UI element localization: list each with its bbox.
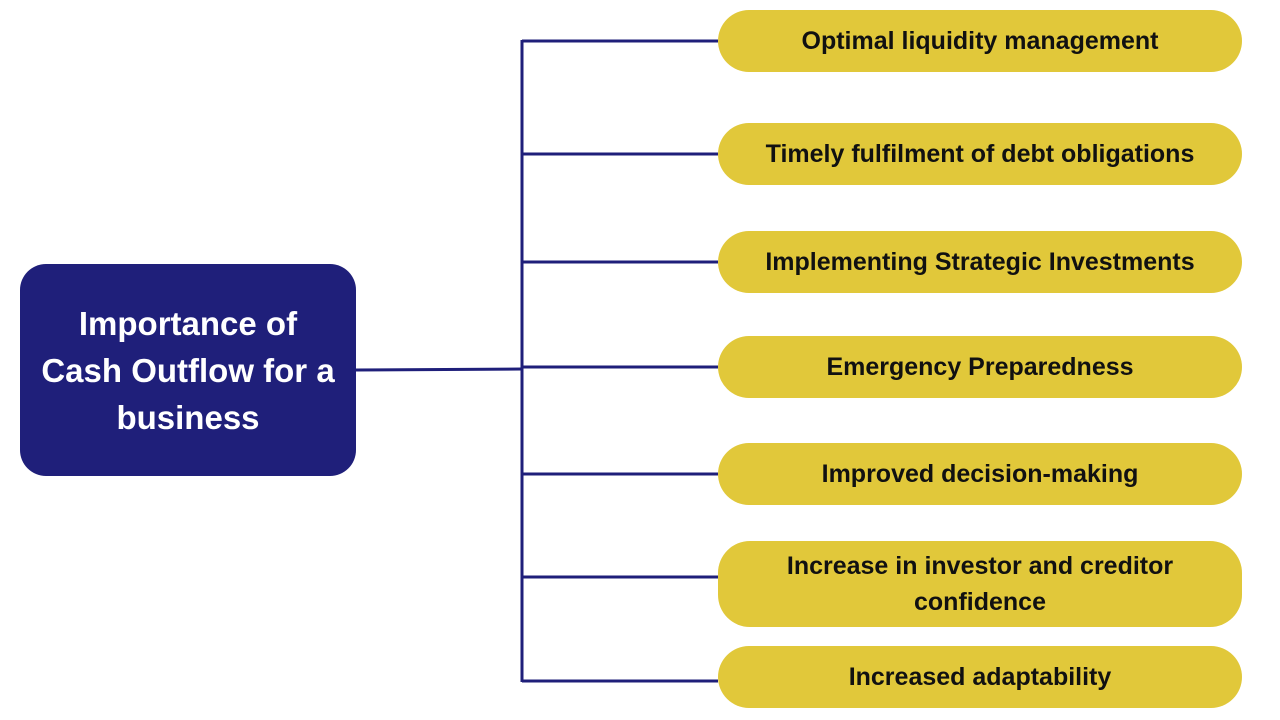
branch-node-emergency: Emergency Preparedness: [718, 336, 1242, 398]
root-title: Importance of Cash Outflow for a busines…: [41, 304, 335, 436]
branch-label: Emergency Preparedness: [826, 353, 1134, 381]
branch-node-decision: Improved decision-making: [718, 443, 1242, 505]
branch-label: Optimal liquidity management: [801, 27, 1159, 55]
branch-label: Timely fulfilment of debt obligations: [765, 140, 1195, 168]
branch-node-adaptability: Increased adaptability: [718, 646, 1242, 708]
branch-node-debt: Timely fulfilment of debt obligations: [718, 123, 1242, 185]
root-node: Importance of Cash Outflow for a busines…: [20, 264, 356, 476]
root-connector: [355, 367, 523, 372]
branch-node-confidence: Increase in investor and creditor confid…: [718, 541, 1242, 627]
branch-label: Increase in investor and creditor confid…: [786, 552, 1174, 616]
branch-label: Increased adaptability: [848, 663, 1112, 691]
branch-node-liquidity: Optimal liquidity management: [718, 10, 1242, 72]
branch-label: Improved decision-making: [821, 460, 1139, 488]
branch-label: Implementing Strategic Investments: [765, 248, 1195, 276]
branch-node-investments: Implementing Strategic Investments: [718, 231, 1242, 293]
